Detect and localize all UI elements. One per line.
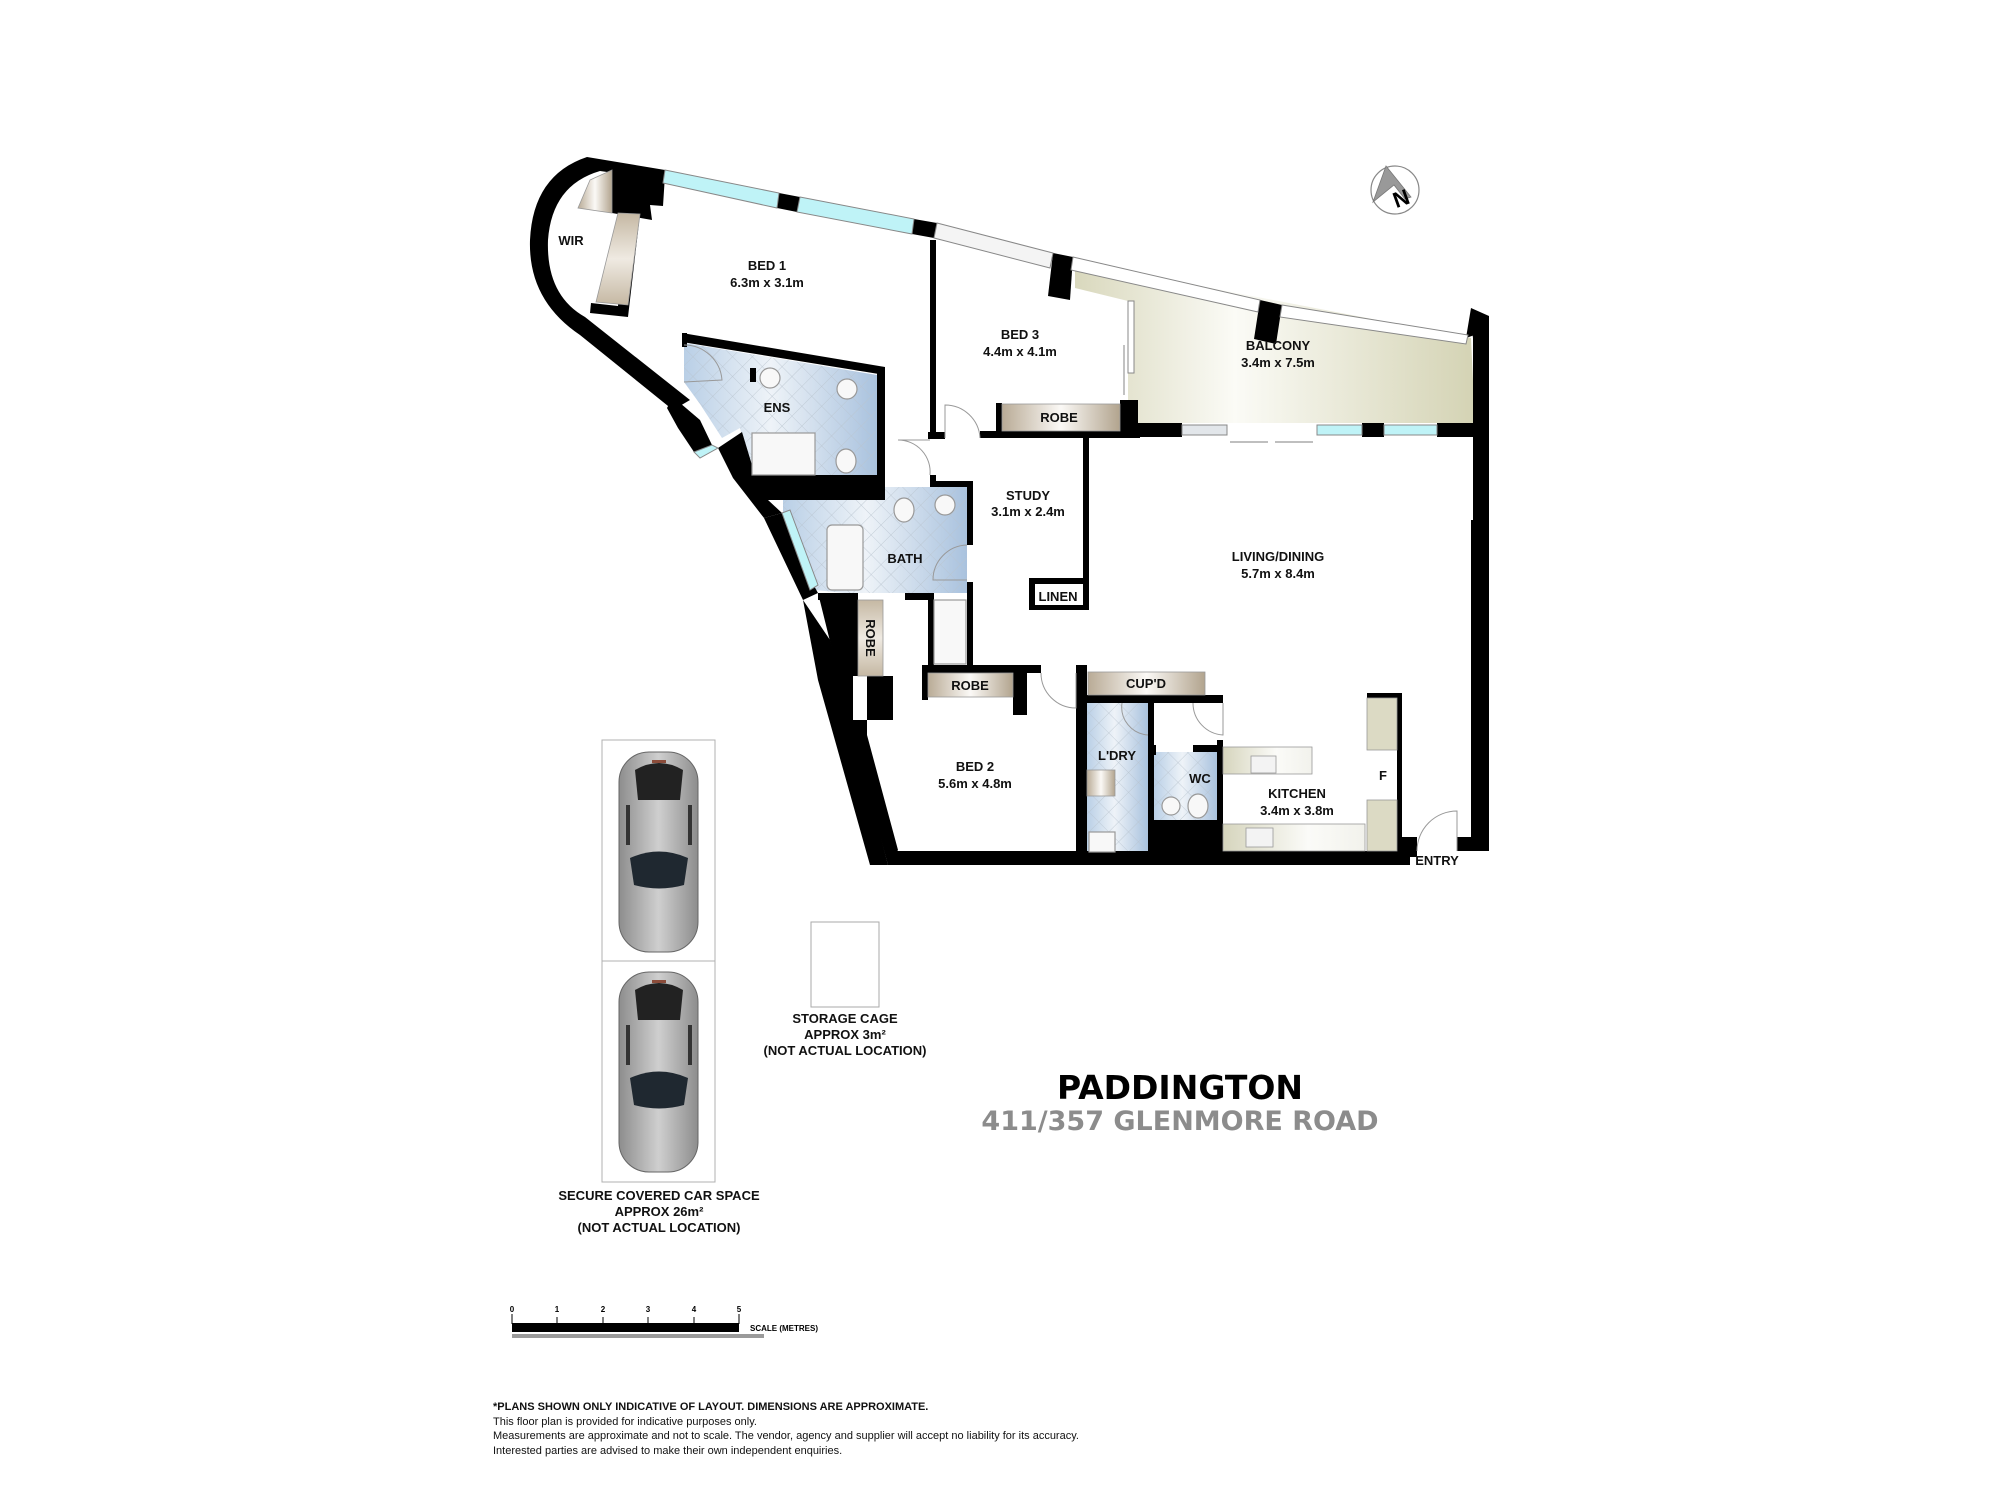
room-label-living: LIVING/DINING (1232, 549, 1324, 564)
joinery (577, 169, 1398, 852)
room-label-robe-bed2: ROBE (951, 678, 989, 693)
property-suburb: PADDINGTON (1056, 1068, 1304, 1107)
fixtures (751, 367, 1209, 853)
storage-cage-line3: (NOT ACTUAL LOCATION) (763, 1043, 927, 1058)
storage-cage-line2: APPROX 3m² (804, 1027, 886, 1042)
ensuite-floor (684, 343, 877, 475)
disclaimer-line2: Measurements are approximate and not to … (493, 1430, 1079, 1442)
car-icon (618, 751, 699, 953)
car-space-line3: (NOT ACTUAL LOCATION) (577, 1220, 741, 1235)
room-label-linen: LINEN (1039, 589, 1078, 604)
room-dims-living: 5.7m x 8.4m (1241, 566, 1315, 581)
room-label-ens: ENS (764, 400, 791, 415)
room-label-cupd: CUP'D (1126, 676, 1166, 691)
room-label-wir: WIR (558, 233, 584, 248)
room-label-kitchen: KITCHEN (1268, 786, 1326, 801)
storage-cage-line1: STORAGE CAGE (792, 1011, 898, 1026)
room-dims-bed2: 5.6m x 4.8m (938, 776, 1012, 791)
disclaimer-line1: This floor plan is provided for indicati… (493, 1415, 757, 1428)
room-dims-kitchen: 3.4m x 3.8m (1260, 803, 1334, 818)
storage-cage-caption: STORAGE CAGE APPROX 3m² (NOT ACTUAL LOCA… (750, 1011, 940, 1059)
room-label-balcony: BALCONY (1246, 338, 1311, 353)
room-label-robe-bed3: ROBE (1040, 410, 1078, 425)
scale-tick-3: 3 (646, 1305, 651, 1314)
sliding-door-arrows (1123, 345, 1313, 443)
room-label-bed1: BED 1 (748, 258, 786, 273)
windows (662, 169, 1469, 591)
scale-tick-1: 1 (555, 1305, 560, 1314)
scale-label: SCALE (METRES) (750, 1324, 818, 1333)
property-address: 411/357 GLENMORE ROAD (981, 1106, 1379, 1137)
room-label-bath: BATH (887, 551, 922, 566)
scale-tick-2: 2 (601, 1305, 606, 1314)
disclaimer: *PLANS SHOWN ONLY INDICATIVE OF LAYOUT. … (493, 1400, 1079, 1458)
car-space-caption: SECURE COVERED CAR SPACE APPROX 26m² (NO… (548, 1188, 770, 1236)
room-label-fridge: F (1379, 768, 1387, 783)
room-dims-bed3: 4.4m x 4.1m (983, 344, 1057, 359)
scale-tick-5: 5 (737, 1305, 742, 1314)
north-arrow-icon: N (1370, 165, 1420, 215)
car-space (601, 739, 716, 1183)
walls (529, 157, 1489, 865)
room-label-robe-vertical: ROBE (863, 619, 878, 657)
disclaimer-line3: Interested parties are advised to make t… (493, 1444, 843, 1457)
room-label-bed3: BED 3 (1001, 327, 1039, 342)
room-label-study: STUDY (1006, 488, 1050, 503)
car-space-line2: APPROX 26m² (614, 1204, 704, 1219)
storage-cage (810, 921, 880, 1008)
room-label-entry: ENTRY (1415, 853, 1459, 868)
disclaimer-heading: *PLANS SHOWN ONLY INDICATIVE OF LAYOUT. … (493, 1401, 929, 1413)
doors (683, 344, 1458, 852)
room-dims-study: 3.1m x 2.4m (991, 504, 1065, 519)
room-dims-balcony: 3.4m x 7.5m (1241, 355, 1315, 370)
room-label-bed2: BED 2 (956, 759, 994, 774)
scale-tick-4: 4 (692, 1305, 697, 1314)
car-icon (618, 971, 699, 1173)
scale-bar: 0 1 2 3 4 5 SCALE (METRES) (510, 1305, 818, 1338)
room-label-wc: WC (1189, 771, 1211, 786)
car-space-line1: SECURE COVERED CAR SPACE (558, 1188, 760, 1203)
room-dims-bed1: 6.3m x 3.1m (730, 275, 804, 290)
laundry-floor (1087, 703, 1148, 852)
room-label-ldry: L'DRY (1098, 748, 1136, 763)
scale-tick-0: 0 (510, 1305, 515, 1314)
